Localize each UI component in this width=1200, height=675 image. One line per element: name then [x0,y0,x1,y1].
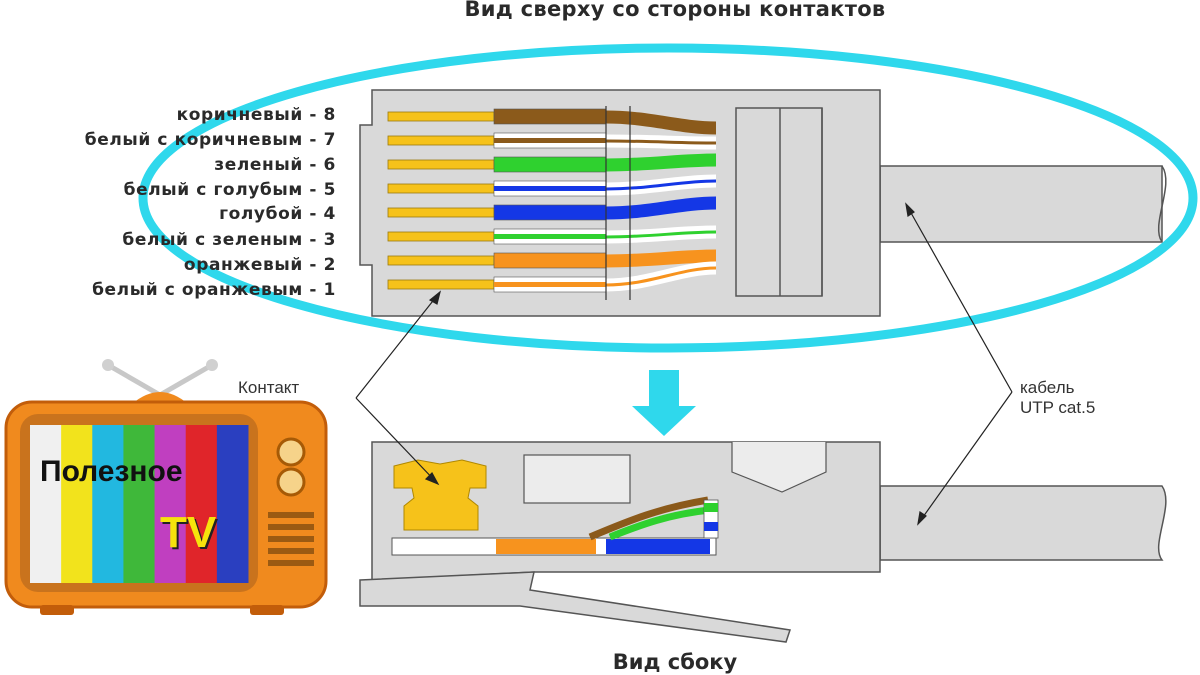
contact-pin-7 [387,135,495,146]
color-bar-7 [216,425,249,583]
contact-callout: Контакт [238,378,300,397]
contact-pin-6 [387,159,495,170]
color-bars [30,425,249,583]
wire-tail-stripe-5 [605,179,717,191]
callout-lines [355,202,1013,526]
cable-callout-line2: UTP cat.5 [1020,398,1096,417]
wire-segment-8 [493,108,607,125]
contact-pin-8 [387,111,495,122]
wire-tail-6 [605,153,717,172]
wire-tail-stripe-1 [605,266,717,287]
color-bar-2 [61,425,93,583]
wire-stripe-1 [494,282,606,287]
tv-logo [4,359,328,615]
down-arrow [632,370,696,436]
color-bar-1 [30,425,62,583]
wire-tail-4 [605,196,717,220]
contact-pin-5 [387,183,495,194]
wire-tail-2 [605,249,717,268]
latch-side [359,571,791,643]
wire-label-2: оранжевый - 2 [183,255,336,275]
highlight-ring [138,43,1198,353]
wire-segment-2 [493,252,607,269]
color-bar-6 [185,425,218,583]
contact-pin-4 [387,207,495,218]
wire-group-top [387,108,717,293]
logo-text-line2: TV [160,508,217,557]
wire-segment-6 [493,156,607,173]
wire-label-6: зеленый - 6 [214,155,336,175]
wire-stripe-7 [494,138,606,143]
wire-label-4: голубой - 4 [219,204,336,224]
color-bar-5 [154,425,187,583]
color-bar-4 [123,425,156,583]
wire-label-8: коричневый - 8 [176,105,336,125]
cable-side [879,485,1167,561]
wire-label-7: белый с коричневым - 7 [84,130,336,150]
side-view-title: Вид сбоку [612,650,738,674]
color-bar-3 [92,425,124,583]
tv-knob-top [276,437,306,467]
wire-stripe-3 [494,234,606,239]
wire-label-3: белый с зеленым - 3 [122,230,336,250]
wire-label-1: белый с оранжевым - 1 [92,280,336,300]
wire-segment-4 [493,204,607,221]
wire-label-5: белый с голубым - 5 [123,180,336,200]
contact-blade [393,459,487,531]
top-view-title: Вид сверху со стороны контактов [464,0,886,21]
wire-stripe-5 [494,186,606,191]
wire-tail-stripe-7 [605,139,717,145]
logo-text-line1: Полезное [40,455,183,488]
cable-top [879,165,1163,243]
contact-pin-2 [387,255,495,266]
wire-tail-8 [605,110,717,135]
contact-pin-3 [387,231,495,242]
cable-callout-line1: кабель [1020,378,1075,397]
contact-pin-1 [387,279,495,290]
wire-tail-stripe-3 [605,230,717,239]
tv-knob-bottom [276,467,306,497]
